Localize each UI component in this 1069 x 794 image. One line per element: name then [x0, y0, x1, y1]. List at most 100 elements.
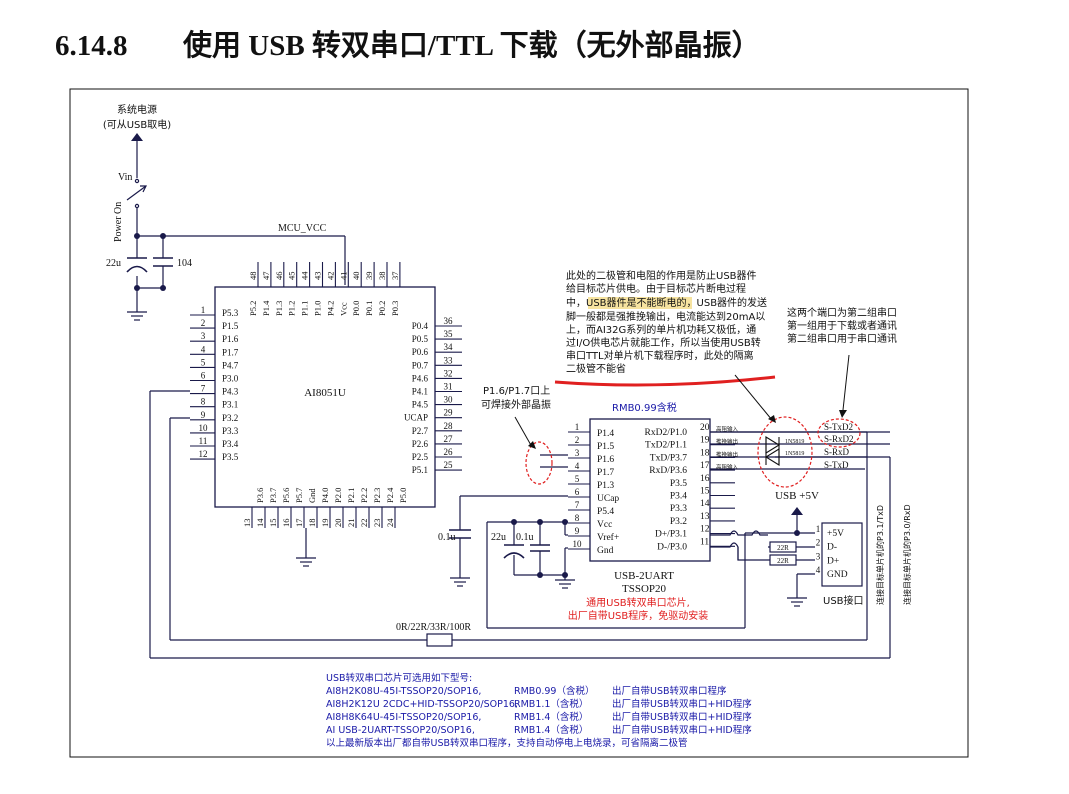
svg-text:这两个端口为第二组串口: 这两个端口为第二组串口: [787, 306, 897, 319]
mcu-pin-name: P2.6: [412, 439, 429, 449]
power-switch-icon: [126, 178, 147, 209]
mcu-pin-number: 14: [255, 518, 265, 527]
annotation-arrows: [514, 354, 850, 448]
chip-pin-number: 6: [575, 487, 580, 497]
chip-pin-name: Vref+: [597, 532, 619, 543]
usb-pin-number: 1: [816, 524, 821, 534]
cap-104-label: 104: [177, 258, 192, 269]
mcu-pin-number: 4: [201, 344, 206, 354]
mcu-pin-name: P5.1: [412, 465, 428, 475]
mcu-pin-name: P4.3: [222, 387, 239, 397]
mcu-pin-name: Gnd: [307, 488, 317, 503]
diagram-frame: [69, 88, 969, 758]
cap-ucap-label: 0.1u: [438, 532, 456, 543]
chip-pin-name: RxD/P3.6: [649, 466, 687, 476]
chip-name: USB-2UART: [614, 570, 674, 582]
mcu-pin-number: 19: [320, 519, 330, 528]
chip-pin-number: 5: [575, 474, 580, 484]
usb-res-label-2: 22R: [777, 557, 789, 565]
svg-text:脚一般都是强推挽输出，电流能达到20mA以: 脚一般都是强推挽输出，电流能达到20mA以: [566, 310, 765, 323]
signal-s-rxd2: S-RxD2: [824, 434, 854, 444]
chip-pin-number: 1: [575, 422, 580, 432]
mcu-pin-name: P5.7: [294, 488, 304, 503]
chip-pin-name: P1.4: [597, 429, 614, 439]
chip-pin-number: 12: [700, 525, 710, 535]
section-number: 6.14.8: [55, 30, 128, 62]
mcu-pin-name: P1.7: [222, 347, 239, 357]
usb-pin-name: D+: [827, 556, 839, 566]
chip-pin-name: Gnd: [597, 546, 614, 556]
mcu-pin-name: P5.0: [398, 488, 408, 503]
svg-text:中，USB器件是不能断电的，USB器件的发送: 中，USB器件是不能断电的，USB器件的发送: [566, 296, 767, 309]
switch-label: Power On: [113, 202, 124, 242]
mcu-pin-name: P0.4: [412, 321, 429, 331]
chip-pin-name: P1.3: [597, 481, 614, 491]
mcu-pin-number: 38: [377, 272, 387, 281]
mcu-pin-name: P3.6: [255, 488, 265, 503]
chip-pin-mode: 高阻输入: [716, 425, 739, 433]
diode-label-2: 1N5819: [785, 451, 804, 457]
mcu-pin-number: 15: [268, 519, 278, 528]
chip-pin-name: UCap: [597, 494, 619, 504]
mcu-pin-number: 27: [444, 434, 454, 444]
mcu-pin-number: 9: [201, 410, 206, 420]
highlight-ellipses: [525, 416, 861, 488]
chip-pin-number: 10: [573, 539, 583, 549]
mcu-pin-name: P0.6: [412, 347, 429, 357]
mcu-pin-name: P4.2: [325, 301, 335, 316]
mcu-pin-number: 26: [444, 447, 454, 457]
usb-connector-name: USB接口: [823, 594, 864, 607]
chip-package: TSSOP20: [622, 583, 667, 595]
chip-pin-number: 19: [700, 436, 710, 446]
usb-pin-number: 2: [816, 538, 821, 548]
mcu-pin-name: P5.6: [281, 488, 291, 503]
mcu-pin-name: P1.6: [222, 334, 239, 344]
chip-pin-name: P3.5: [670, 479, 687, 489]
mcu-pin-number: 8: [201, 397, 206, 407]
mcu-pin-number: 47: [261, 272, 271, 281]
chip-pin-name: P1.7: [597, 468, 614, 478]
mcu-pin-number: 20: [333, 519, 343, 528]
diode-icons: [764, 436, 781, 466]
chip-pin-number: 3: [575, 448, 580, 458]
usb-pin-name: GND: [827, 570, 848, 580]
capacitor-symbols: [126, 257, 550, 559]
mcu-pin-number: 32: [444, 368, 453, 378]
mcu-pin-number: 18: [307, 519, 317, 528]
mcu-pin-name: P3.0: [222, 374, 239, 384]
mcu-pin-number: 7: [201, 384, 206, 394]
chip-pin-name: D-/P3.0: [657, 542, 687, 552]
mcu-pin-number: 34: [444, 342, 454, 352]
option-desc: 出厂自带USB转双串口+HID程序: [612, 698, 752, 710]
mcu-pin-number: 41: [338, 272, 348, 281]
usb-resistor-dplus: [769, 554, 797, 566]
option-price: RMB1.4（含税）: [514, 711, 588, 723]
chip-pin-mode: 推挽输出: [716, 450, 738, 458]
mcu-pin-name: P4.6: [412, 373, 429, 383]
wires: [136, 140, 891, 659]
chip-pin-name: P1.6: [597, 455, 614, 465]
vin-label: Vin: [118, 172, 132, 183]
option-model: AI8H8K64U-45I-TSSOP20/SOP16,: [326, 712, 481, 723]
mcu-pin-number: 16: [281, 519, 291, 528]
chip-price: RMB0.99含税: [612, 401, 677, 414]
cap-decoupling-label: 0.1u: [516, 532, 534, 543]
mcu-pin-name: P1.4: [261, 300, 271, 316]
side-label-txd: 连接目标单片机的P3.1/TxD: [875, 505, 885, 605]
mcu-pin-number: 39: [364, 272, 374, 281]
option-desc: 出厂自带USB转双串口+HID程序: [612, 724, 752, 736]
mcu-pin-name: P3.1: [222, 400, 238, 410]
mcu-pin-name: Vcc: [338, 302, 348, 316]
mcu-pin-number: 43: [313, 272, 323, 281]
chip-pin-name: D+/P3.1: [655, 530, 687, 540]
mcu-pin-number: 5: [201, 357, 206, 367]
svg-text:可焊接外部晶振: 可焊接外部晶振: [481, 398, 551, 411]
mcu-pin-name: P1.5: [222, 321, 239, 331]
mcu-pin-number: 11: [199, 436, 208, 446]
chip-pin-name: P1.5: [597, 442, 614, 452]
usb-pin-name: +5V: [827, 529, 844, 539]
chip-pin-number: 11: [700, 537, 709, 547]
chip-pin-number: 17: [700, 461, 710, 471]
usb-chip-pins: 1P1.42P1.53P1.64P1.75P1.36UCap7P5.48Vcc9…: [568, 422, 739, 556]
